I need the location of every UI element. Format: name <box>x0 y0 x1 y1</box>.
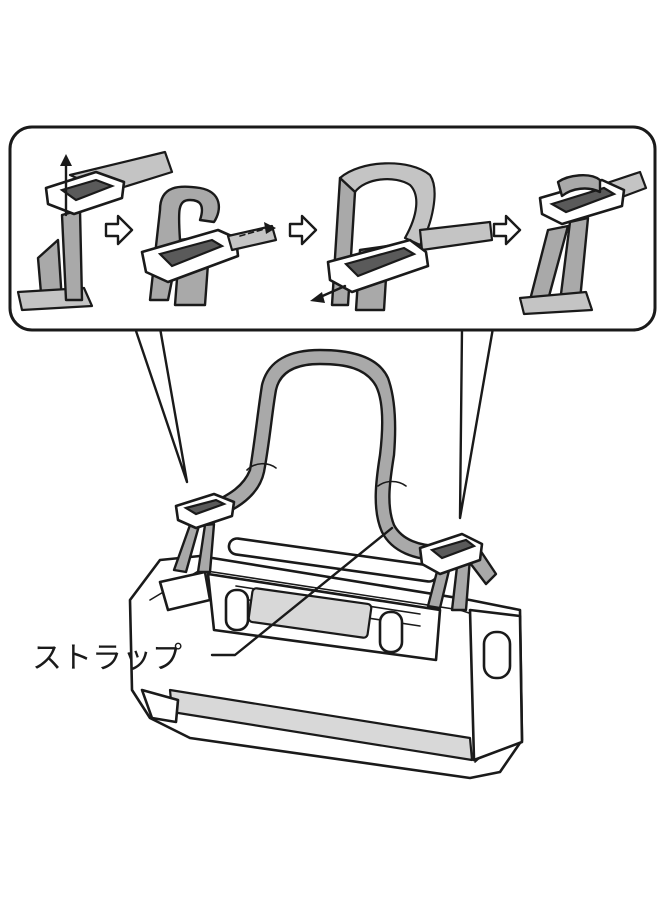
instruction-panel <box>8 125 657 332</box>
callout-leaders <box>133 326 495 520</box>
step-4-illustration <box>518 170 648 316</box>
step-arrow-icon-1 <box>104 214 134 246</box>
step-arrow-icon-2 <box>288 214 318 246</box>
step-arrow-icon-3 <box>492 214 522 246</box>
strap-callout: ストラップ <box>32 526 394 676</box>
strap-leader-line <box>210 526 394 657</box>
left-strap-buckle <box>172 492 236 574</box>
radio-device <box>128 537 524 780</box>
strap-label: ストラップ <box>32 641 182 676</box>
motion-arrow-icon <box>239 227 269 237</box>
right-strap-buckle <box>418 532 484 612</box>
step-3-illustration <box>310 162 494 312</box>
display-window <box>247 587 373 639</box>
side-handle <box>482 630 512 680</box>
step-1-illustration <box>16 150 174 312</box>
step-2-illustration <box>140 185 278 307</box>
left-knob <box>224 588 250 632</box>
right-knob <box>378 610 404 654</box>
